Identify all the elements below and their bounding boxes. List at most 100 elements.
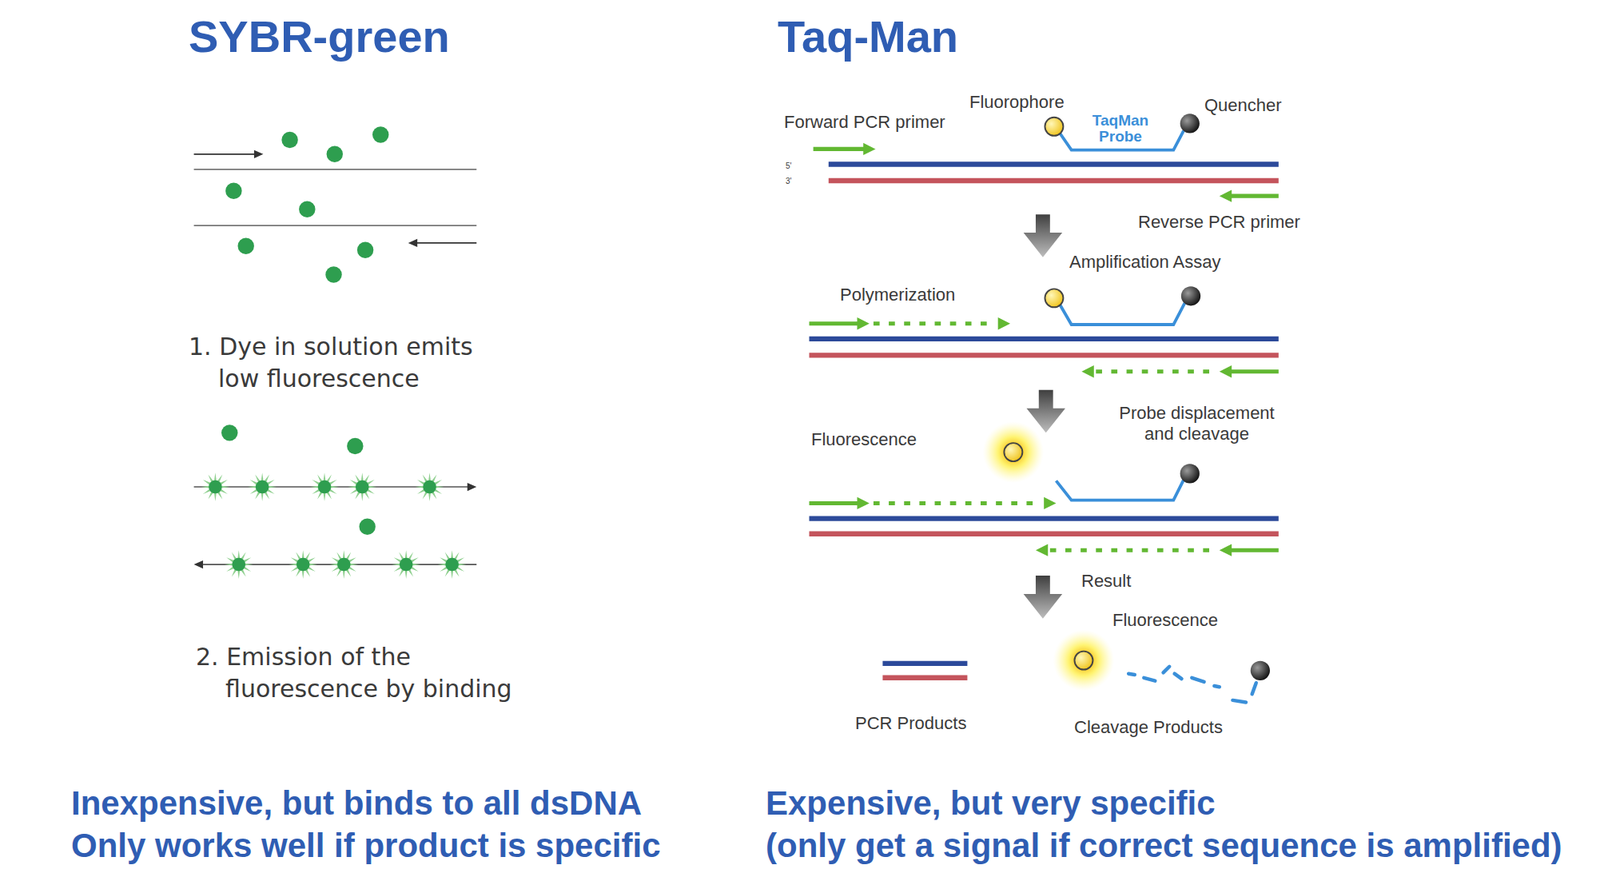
label-slot: Fluorescence [811, 429, 917, 450]
step-arrow [1026, 390, 1066, 434]
bound-dye [329, 549, 359, 579]
dna-strand [809, 515, 1279, 521]
fluorescence-glow [1053, 629, 1115, 692]
label-slot: PCR Products [855, 712, 967, 734]
label-slot: Fluorescence [1112, 609, 1218, 631]
strand-end-label: 5' [785, 160, 792, 172]
label-slot: 2. Emission of the fluorescence by bindi… [195, 640, 536, 705]
bound-dye [224, 549, 254, 579]
part-label: Quencher [1204, 95, 1282, 116]
step-label: Fluorescence [811, 429, 917, 450]
quencher [1180, 463, 1200, 483]
label-slot: Cleavage Products [1074, 716, 1223, 738]
label-slot: TaqMan Probe [1076, 112, 1165, 145]
dna-strand [828, 161, 1279, 167]
new-strand [1095, 369, 1214, 374]
probe-fragment [1232, 700, 1246, 703]
new-strand [1050, 548, 1215, 553]
label-slot: 3' [785, 175, 792, 187]
step-arrow [1023, 575, 1063, 619]
new-strand [873, 501, 1043, 506]
taqman-result [882, 629, 1270, 703]
sybr-unbound-panel [194, 126, 478, 283]
primer-arrow [194, 153, 256, 156]
forward-primer [809, 321, 860, 326]
step-caption: 1. Dye in solution emits low fluorescenc… [188, 330, 497, 395]
probe-fragment [1128, 673, 1135, 675]
quencher [1181, 286, 1201, 306]
part-label: PCR Products [855, 712, 967, 734]
dye-dot [358, 518, 375, 535]
probe-strand [1060, 302, 1186, 325]
summary-note: Expensive, but very specific [765, 783, 1216, 824]
part-label: Reverse PCR primer [1138, 211, 1301, 233]
bound-dye [347, 472, 377, 502]
label-slot: Only works well if product is specific [71, 825, 661, 866]
forward-primer [813, 147, 866, 152]
label-slot: Amplification Assay [1069, 251, 1222, 273]
label-slot: 5' [785, 160, 792, 172]
probe-fragment [1252, 682, 1257, 694]
summary-note: Inexpensive, but binds to all dsDNA [71, 783, 642, 824]
quencher [1180, 113, 1200, 133]
label-slot: Fluorophore [969, 91, 1065, 113]
part-label: Forward PCR primer [784, 111, 946, 133]
forward-primer [809, 501, 860, 506]
step-label: Fluorescence [1112, 609, 1218, 631]
part-label: Fluorophore [969, 91, 1065, 113]
probe-fragment [1174, 673, 1183, 679]
pcr-product [882, 675, 968, 681]
dna-strand [809, 531, 1279, 537]
fluorophore [1003, 442, 1023, 462]
fluorophore [1044, 117, 1063, 136]
bound-dye [247, 472, 277, 502]
probe-label: TaqMan Probe [1076, 112, 1165, 145]
probe-fragment [1163, 666, 1171, 673]
bound-dye [391, 549, 421, 579]
sybr-bound-panel [194, 424, 478, 579]
fluorescence-glow [983, 421, 1045, 483]
arrow-head [857, 497, 870, 510]
dna-strand [809, 352, 1279, 358]
probe-fragment [1191, 677, 1204, 682]
label-slot: Forward PCR primer [784, 111, 946, 133]
label-slot: Result [1081, 570, 1131, 592]
step-caption: 2. Emission of the fluorescence by bindi… [195, 640, 536, 705]
arrow-head [1219, 189, 1232, 202]
label-slot: SYBR-green [188, 11, 450, 63]
dye-dot [357, 242, 374, 259]
fluorophore [1044, 288, 1063, 307]
dye-dot [237, 237, 254, 254]
dye-dot [225, 183, 242, 200]
bound-dye [288, 549, 318, 579]
taqman-stage-3 [809, 421, 1279, 618]
part-label: Cleavage Products [1074, 716, 1223, 738]
step-arrow [1023, 214, 1063, 258]
arrow-head [254, 150, 263, 159]
label-slot: 1. Dye in solution emits low fluorescenc… [188, 330, 497, 395]
arrow-head [467, 482, 477, 491]
summary-note: (only get a signal if correct sequence i… [765, 825, 1563, 866]
dna-strand [194, 224, 478, 227]
panel-title: Taq-Man [777, 11, 959, 63]
arrow-head [1035, 544, 1048, 557]
dye-dot [346, 437, 363, 454]
label-slot: Probe displacement and cleavage [1110, 402, 1283, 445]
bound-dye [437, 549, 467, 579]
dna-strand [809, 336, 1279, 342]
cleaved-probe [1128, 666, 1257, 703]
bound-dye [201, 472, 231, 502]
reverse-primer [1230, 369, 1279, 374]
label-slot: Expensive, but very specific [765, 783, 1216, 824]
arrow-head [1081, 365, 1094, 378]
label-slot: Inexpensive, but binds to all dsDNA [71, 783, 642, 824]
label-slot: (only get a signal if correct sequence i… [765, 825, 1563, 866]
probe-strand [1055, 479, 1184, 501]
dye-dot [298, 201, 315, 218]
arrow-head [1043, 497, 1056, 510]
step-label: Probe displacement and cleavage [1110, 402, 1283, 445]
dye-dot [372, 126, 389, 143]
pcr-product [882, 660, 968, 666]
summary-note: Only works well if product is specific [71, 825, 661, 866]
reverse-primer [1230, 548, 1279, 553]
